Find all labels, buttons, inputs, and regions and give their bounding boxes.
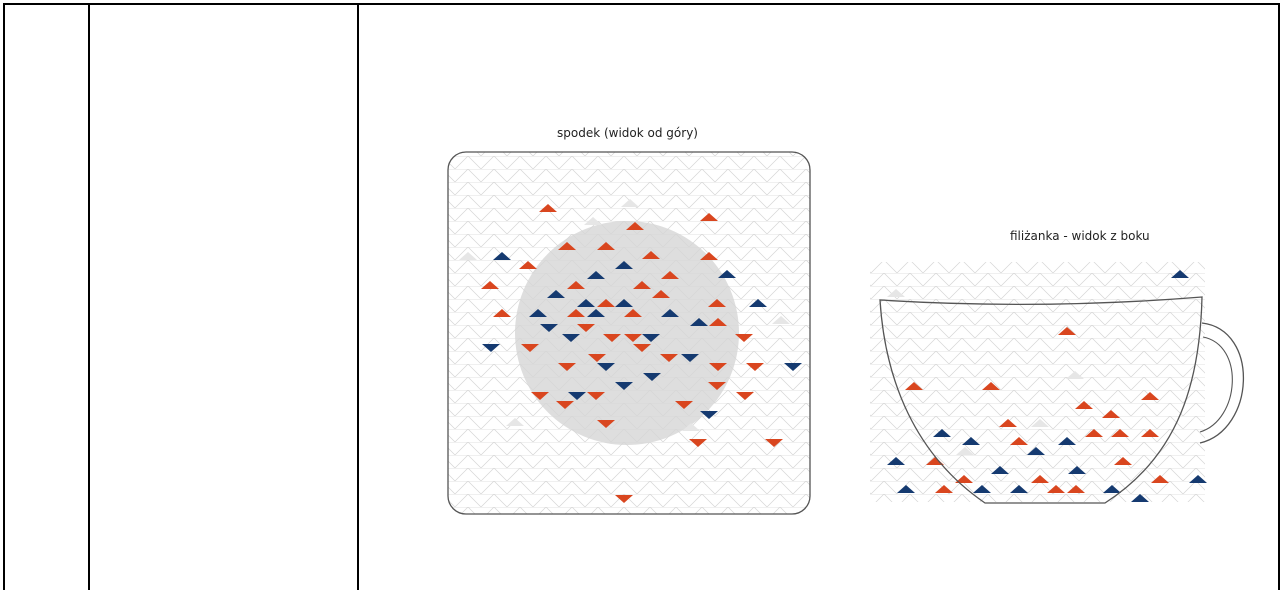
saucer-view xyxy=(448,152,810,514)
cup-grid xyxy=(870,262,1205,502)
cup-view xyxy=(870,262,1243,503)
cup-handle-outline xyxy=(1200,323,1243,443)
